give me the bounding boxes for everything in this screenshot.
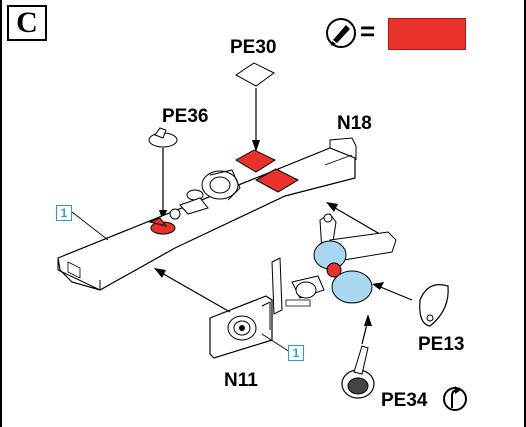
rotate-direction-icon [443,386,467,411]
callout-1-bottom: 1 [288,345,304,361]
label-pe34: PE34 [381,390,428,411]
escapement-subassembly [271,213,397,315]
frame-left-border [0,0,2,427]
callout-1-top: 1 [56,205,72,221]
pe34-part [341,345,375,399]
legend-color-swatch [388,18,466,50]
label-pe36: PE36 [162,106,209,127]
panel-letter: C [16,6,38,39]
pe13-part [419,284,449,327]
lubricant-brush-icon [326,18,356,48]
label-pe30: PE30 [230,37,277,58]
legend-equals: = [360,16,376,46]
label-n18: N18 [337,113,372,134]
n11-bracket [209,295,273,359]
label-n11: N11 [224,370,258,391]
frame-right-border [524,0,526,427]
main-plate [57,137,357,291]
pe30-pad [235,62,275,87]
label-pe13: PE13 [418,334,465,355]
pe36-part [148,127,178,148]
panel-letter-box: C [7,5,47,41]
